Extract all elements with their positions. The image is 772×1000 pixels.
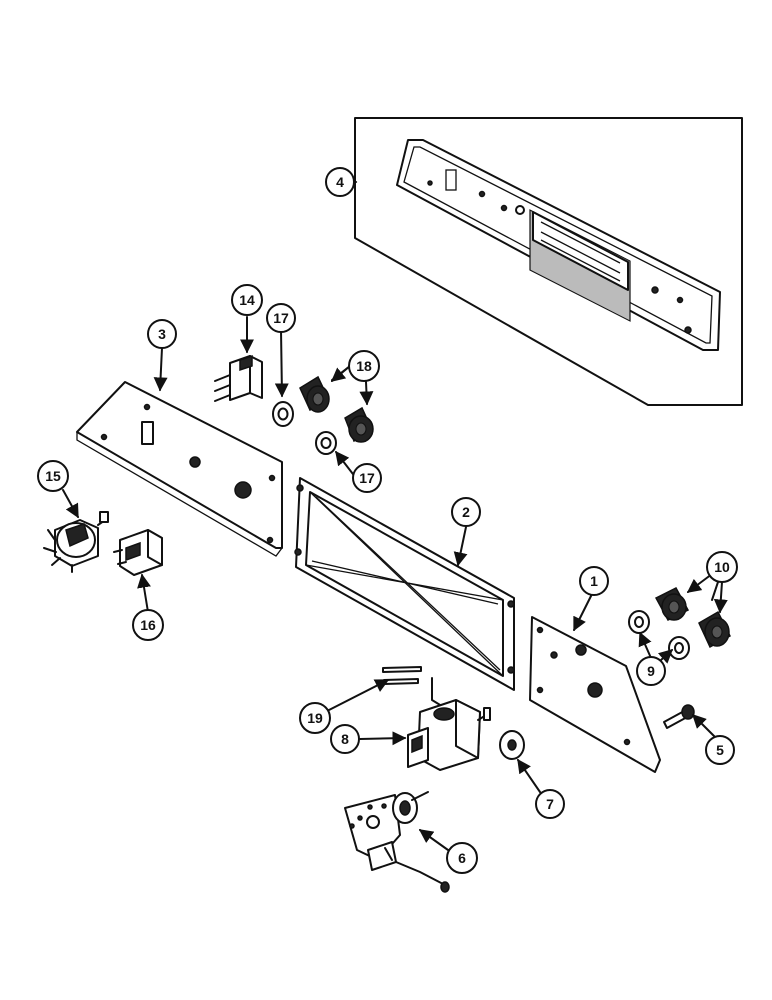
part-9-nut-upper xyxy=(628,610,650,634)
part-19-pins xyxy=(382,666,422,685)
part-14-rocker-switch xyxy=(214,354,263,402)
part-7-washer xyxy=(499,730,525,760)
callout-label: 15 xyxy=(45,468,61,484)
part-18-knob-upper xyxy=(299,375,330,413)
inset-detail-panel xyxy=(354,117,743,406)
part-18-knob-lower xyxy=(344,406,374,443)
callout-17-lower: 17 xyxy=(352,463,382,493)
callout-18: 18 xyxy=(348,350,380,382)
part-9-nut-lower xyxy=(668,636,690,660)
part-8-solenoid xyxy=(407,677,491,771)
callout-label: 17 xyxy=(273,310,289,326)
callout-14: 14 xyxy=(231,284,263,316)
part-15-rotary-switch xyxy=(43,511,109,573)
callout-label: 6 xyxy=(458,850,466,866)
part-16-toggle-switch xyxy=(113,529,163,576)
callout-19: 19 xyxy=(299,702,331,734)
callout-label: 5 xyxy=(716,742,724,758)
callout-label: 4 xyxy=(336,174,344,190)
part-2-frame xyxy=(294,477,515,691)
callout-2: 2 xyxy=(451,497,481,527)
callout-8: 8 xyxy=(330,724,360,754)
part-5-screw xyxy=(663,704,695,729)
callout-4: 4 xyxy=(325,167,355,197)
callout-16: 16 xyxy=(132,609,164,641)
callout-15: 15 xyxy=(37,460,69,492)
callout-10: 10 xyxy=(706,551,738,583)
callout-label: 7 xyxy=(546,796,554,812)
part-3-left-panel xyxy=(76,381,283,557)
callout-3: 3 xyxy=(147,319,177,349)
part-10-knob-upper xyxy=(654,587,690,621)
callout-label: 8 xyxy=(341,731,349,747)
callout-1: 1 xyxy=(579,566,609,596)
callout-label: 10 xyxy=(714,559,730,575)
callout-7: 7 xyxy=(535,789,565,819)
part-10-knob-lower xyxy=(698,610,731,649)
callout-17-upper: 17 xyxy=(266,303,296,333)
callout-label: 19 xyxy=(307,710,323,726)
callout-label: 2 xyxy=(462,504,470,520)
callout-label: 1 xyxy=(590,573,598,589)
part-4-console-trim xyxy=(396,139,721,351)
callout-5: 5 xyxy=(705,735,735,765)
callout-label: 14 xyxy=(239,292,255,308)
part-17-nut-lower xyxy=(315,431,337,455)
callout-label: 3 xyxy=(158,326,166,342)
callout-6: 6 xyxy=(446,842,478,874)
callout-label: 16 xyxy=(140,617,156,633)
callout-label: 17 xyxy=(359,470,375,486)
part-1-right-panel xyxy=(529,616,661,773)
callout-label: 9 xyxy=(647,663,655,679)
part-6-bracket-assembly xyxy=(344,791,450,893)
callout-label: 18 xyxy=(356,358,372,374)
part-17-nut-upper xyxy=(272,401,294,427)
callout-9: 9 xyxy=(636,656,666,686)
